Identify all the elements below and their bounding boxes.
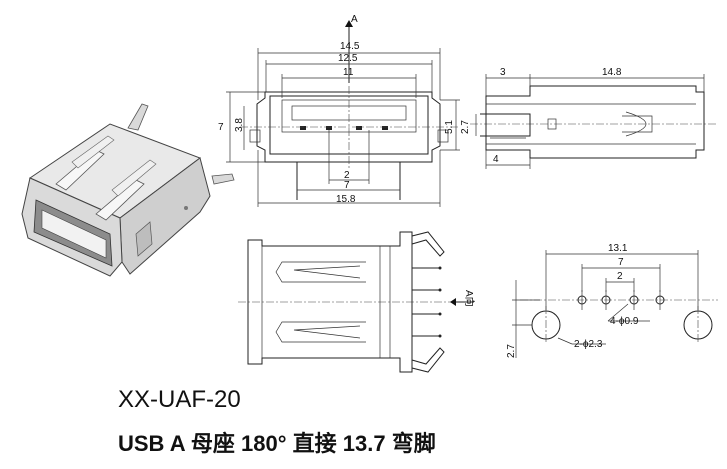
dim-front-w-mid: 12.5: [338, 53, 358, 64]
front-view: A 14.5 12.5 11 2 7: [218, 14, 460, 207]
dim-front-w-outer: 14.5: [340, 41, 360, 52]
pcb-footprint: 13.1 7 2 2.7 4-ϕ0.9 2-ϕ2.3: [506, 243, 718, 358]
dim-front-h-body: 3.8: [234, 118, 245, 132]
part-description: USB A 母座 180° 直接 13.7 弯脚: [118, 431, 436, 456]
dim-footprint-offset: 2.7: [506, 344, 517, 358]
part-number: XX-UAF-20: [118, 386, 241, 413]
dim-front-pitch: 2: [344, 170, 350, 181]
dim-side-flange: 3: [500, 67, 506, 78]
dim-footprint-pin-hole: 4-ϕ0.9: [610, 316, 639, 327]
dim-front-h-right: 5.1: [444, 120, 455, 134]
dim-footprint-span-total: 13.1: [608, 243, 628, 254]
dim-side-length: 14.8: [602, 67, 622, 78]
dim-front-w-inner: 11: [343, 67, 354, 78]
dim-front-w-base: 15.8: [336, 194, 356, 205]
dim-front-h-total: 7: [218, 122, 224, 133]
dim-footprint-post-hole: 2-ϕ2.3: [574, 339, 603, 350]
product-illustration: [21, 103, 235, 277]
top-view: A向: [238, 231, 476, 373]
top-view-arrow-label: A向: [463, 290, 476, 307]
front-view-arrow-label: A: [351, 14, 358, 25]
side-view: 3 14.8 2.7 4: [460, 67, 718, 169]
dim-footprint-pitch: 2: [617, 271, 623, 282]
dim-front-span: 7: [344, 180, 350, 191]
dim-side-height: 4: [493, 154, 499, 165]
dim-footprint-pin-span: 7: [618, 257, 624, 268]
dim-front-h-pin: 2.7: [460, 120, 471, 134]
